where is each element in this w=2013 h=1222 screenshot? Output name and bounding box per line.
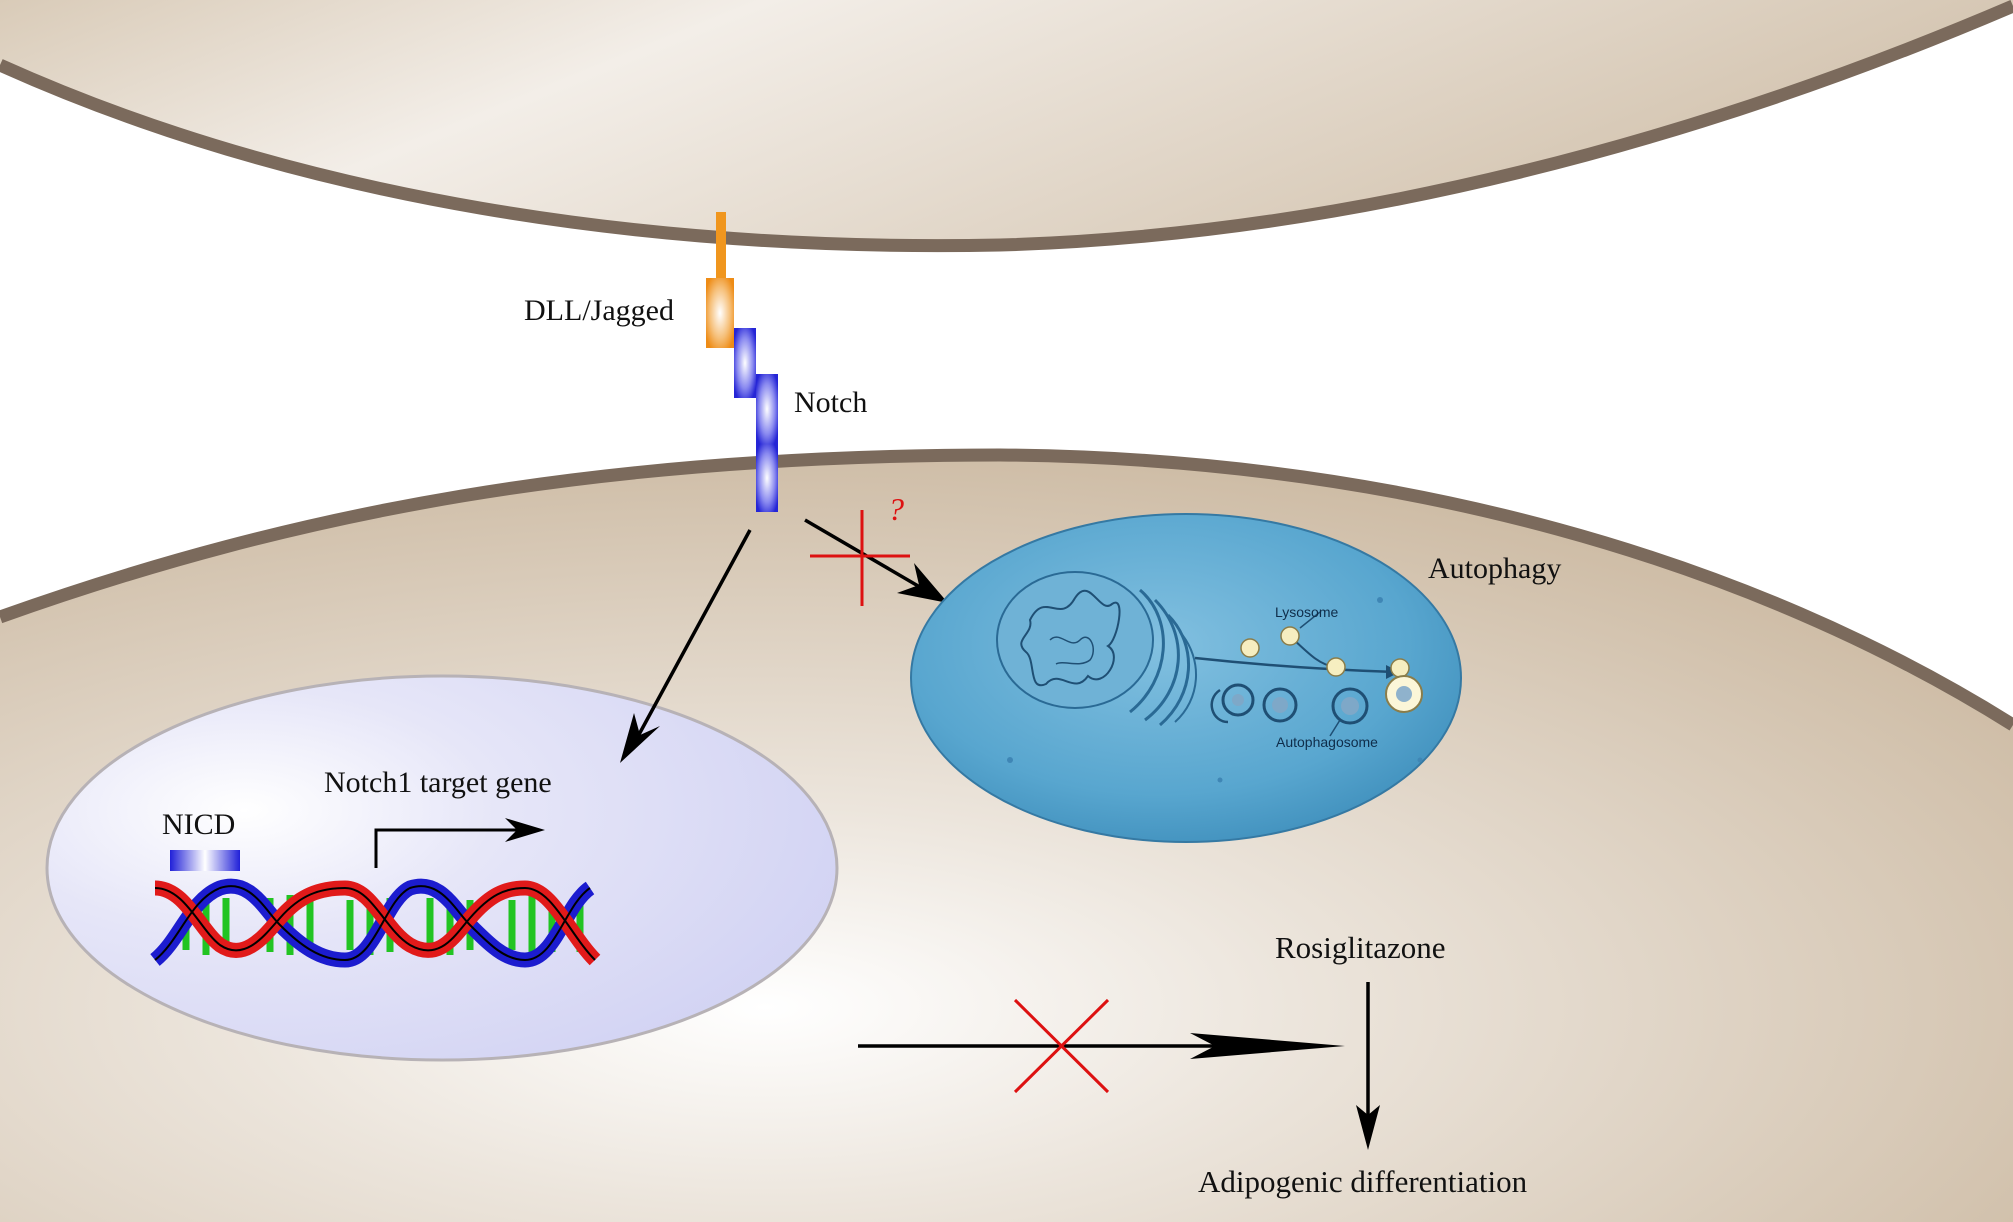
lysosome-label: Lysosome xyxy=(1275,604,1339,620)
nicd-label: NICD xyxy=(162,808,235,841)
top-cell-membrane xyxy=(0,0,2013,253)
adipogenic-differentiation-label: Adipogenic differentiation xyxy=(1198,1164,1528,1199)
autophagy-cell xyxy=(910,513,1462,843)
bottom-cell-membrane xyxy=(0,448,2013,731)
dna-helix-icon xyxy=(150,878,601,968)
question-mark: ? xyxy=(888,491,904,527)
rosiglitazone-label: Rosiglitazone xyxy=(1275,930,1445,965)
dll-jagged-ligand xyxy=(706,212,734,348)
autophagy-label: Autophagy xyxy=(1428,552,1561,585)
top-cell xyxy=(0,0,2013,246)
notch-receptor xyxy=(734,328,778,512)
promoter-arrow-icon xyxy=(374,818,545,868)
inhibition-cross-icon xyxy=(810,510,910,606)
nucleus xyxy=(45,674,839,1062)
notch1-target-gene-label: Notch1 target gene xyxy=(324,766,552,799)
receptor-label: Notch xyxy=(794,386,867,419)
autophagosome-label: Autophagosome xyxy=(1276,734,1378,750)
notch-to-nucleus-arrow xyxy=(620,529,752,763)
inhibition-cross-icon xyxy=(1013,998,1110,1094)
notch-inhibits-adipogenesis-arrow xyxy=(858,1033,1345,1059)
ligand-label: DLL/Jagged xyxy=(524,294,674,327)
nicd-block xyxy=(170,850,240,871)
rosiglitazone-to-adipogenesis-arrow xyxy=(1356,982,1380,1150)
